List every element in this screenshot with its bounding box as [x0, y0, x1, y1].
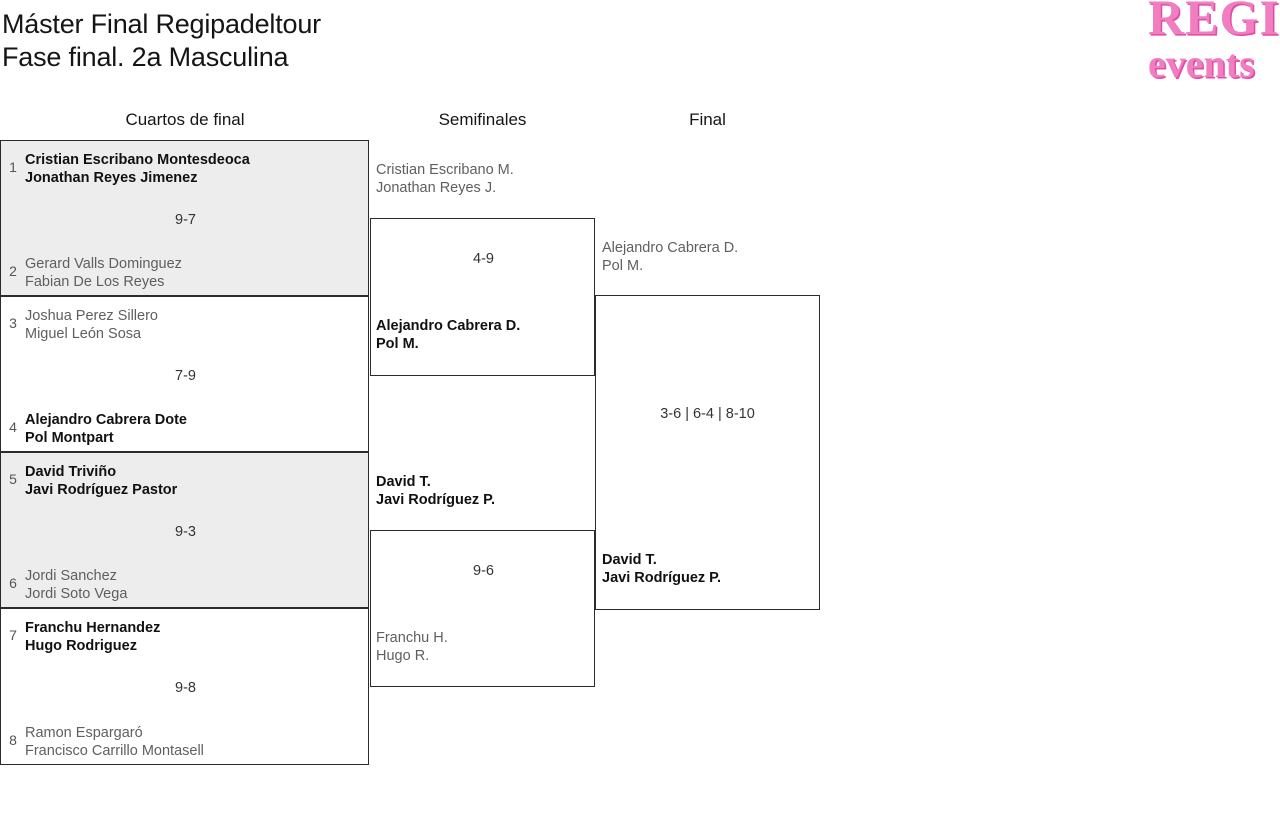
quarterfinal-match-4[interactable]: 7 Franchu Hernandez Hugo Rodriguez 9-8 8…	[0, 608, 369, 765]
team-name: David Triviño Javi Rodríguez Pastor	[25, 464, 178, 498]
quarterfinal-match-1[interactable]: 1 Cristian Escribano Montesdeoca Jonatha…	[0, 140, 369, 296]
round-header-quarterfinals: Cuartos de final	[125, 110, 245, 129]
team-name: Franchu Hernandez Hugo Rodriguez	[25, 620, 161, 654]
match-score: 9-7	[175, 212, 196, 228]
team-name: Franchu H. Hugo R.	[376, 630, 448, 664]
match-score: 9-6	[473, 563, 494, 579]
seed-number: 1	[9, 159, 17, 175]
logo-text-regi: REGI	[1148, 0, 1280, 45]
seed-number: 6	[9, 575, 17, 591]
quarterfinal-match-2[interactable]: 3 Joshua Perez Sillero Miguel León Sosa …	[0, 296, 369, 452]
seed-number: 4	[9, 419, 17, 435]
quarterfinal-match-3[interactable]: 5 David Triviño Javi Rodríguez Pastor 9-…	[0, 452, 369, 608]
team-name: Alejandro Cabrera D. Pol M.	[602, 240, 739, 274]
seed-number: 7	[9, 627, 17, 643]
team-name: David T. Javi Rodríguez P.	[602, 552, 721, 586]
round-header-final: Final	[689, 110, 726, 129]
match-score: 9-3	[175, 524, 196, 540]
team-name: Alejandro Cabrera D. Pol M.	[376, 318, 521, 352]
page-header: Máster Final Regipadeltour Fase final. 2…	[0, 0, 1280, 96]
match-score: 3-6 | 6-4 | 8-10	[660, 406, 755, 422]
match-score: 7-9	[175, 368, 196, 384]
team-name: David T. Javi Rodríguez P.	[376, 474, 495, 508]
team-name: Cristian Escribano Montesdeoca Jonathan …	[25, 152, 250, 186]
team-name: Joshua Perez Sillero Miguel León Sosa	[25, 308, 158, 342]
team-name: Gerard Valls Dominguez Fabian De Los Rey…	[25, 256, 182, 290]
page-title: Máster Final Regipadeltour Fase final. 2…	[2, 9, 321, 72]
team-name: Ramon Espargaró Francisco Carrillo Monta…	[25, 725, 204, 759]
team-name: Alejandro Cabrera Dote Pol Montpart	[25, 412, 187, 446]
final-match[interactable]	[595, 295, 820, 610]
seed-number: 5	[9, 471, 17, 487]
logo-text-events: events	[1148, 41, 1255, 86]
match-score: 9-8	[175, 680, 196, 696]
round-header-semifinals: Semifinales	[438, 110, 527, 129]
team-name: Jordi Sanchez Jordi Soto Vega	[25, 568, 128, 602]
semifinal-match-1[interactable]: 4-9	[370, 218, 595, 376]
seed-number: 8	[9, 732, 17, 748]
regi-events-logo: REGI events	[1148, 0, 1280, 90]
seed-number: 3	[9, 315, 17, 331]
team-name: Cristian Escribano M. Jonathan Reyes J.	[376, 162, 514, 196]
match-score: 4-9	[473, 251, 494, 267]
semifinal-match-2[interactable]: 9-6	[370, 530, 595, 687]
seed-number: 2	[9, 263, 17, 279]
